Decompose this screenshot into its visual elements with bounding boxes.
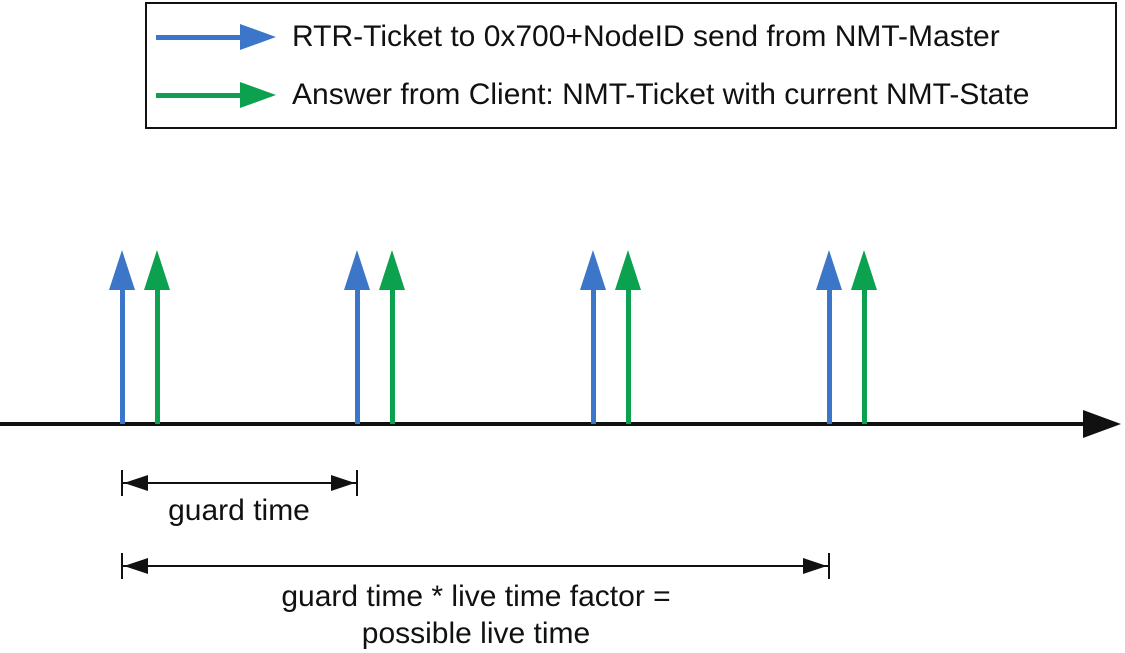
possible-live-time-label-line2: possible live time: [361, 617, 591, 650]
legend-box: RTR-Ticket to 0x700+NodeID send from NMT…: [145, 2, 1117, 129]
up-arrowhead-icon: [615, 250, 641, 290]
up-arrowhead-icon: [144, 250, 170, 290]
up-arrowhead-icon: [851, 250, 877, 290]
client-answer-arrow: [851, 250, 877, 424]
blue-right-arrow-icon: [156, 23, 276, 50]
master-rtr-ticket-arrow: [344, 250, 370, 424]
left-tick: [121, 553, 123, 579]
left-arrowhead-icon: [124, 558, 148, 574]
master-rtr-ticket-arrow: [109, 250, 135, 424]
arrow-shaft: [590, 290, 596, 424]
master-rtr-ticket-arrow: [816, 250, 842, 424]
master-rtr-ticket-arrow: [580, 250, 606, 424]
arrow-head: [240, 81, 276, 108]
legend-item-rtr-ticket: RTR-Ticket to 0x700+NodeID send from NMT…: [147, 8, 1115, 66]
client-answer-arrow: [379, 250, 405, 424]
possible-live-time-label: guard time * live time factor = possible…: [281, 578, 670, 652]
up-arrowhead-icon: [379, 250, 405, 290]
right-tick: [828, 553, 830, 579]
right-tick: [356, 470, 358, 496]
arrow-shaft: [154, 290, 160, 424]
arrow-shaft: [119, 290, 125, 424]
client-answer-arrow: [615, 250, 641, 424]
client-answer-arrow: [144, 250, 170, 424]
guard-time-label: guard time: [168, 494, 310, 527]
arrow-shaft: [354, 290, 360, 424]
left-arrowhead-icon: [124, 475, 148, 491]
possible-live-time-dimension: [121, 553, 830, 579]
arrow-tail: [156, 34, 244, 40]
arrow-shaft: [389, 290, 395, 424]
right-arrowhead-icon: [803, 558, 827, 574]
up-arrowhead-icon: [580, 250, 606, 290]
right-arrowhead-icon: [331, 475, 355, 491]
legend-item-client-answer: Answer from Client: NMT-Ticket with curr…: [147, 66, 1115, 124]
time-axis-arrowhead-icon: [1083, 410, 1121, 438]
possible-live-time-label-line1: guard time * live time factor =: [281, 580, 671, 613]
up-arrowhead-icon: [109, 250, 135, 290]
arrow-shaft: [826, 290, 832, 424]
legend-label-rtr-ticket: RTR-Ticket to 0x700+NodeID send from NMT…: [292, 19, 1000, 53]
arrow-shaft: [861, 290, 867, 424]
green-right-arrow-icon: [156, 81, 276, 108]
time-axis: [0, 422, 1086, 426]
arrow-shaft: [625, 290, 631, 424]
arrow-tail: [156, 92, 244, 98]
arrow-head: [240, 23, 276, 50]
legend-label-client-answer: Answer from Client: NMT-Ticket with curr…: [292, 77, 1030, 111]
left-tick: [121, 470, 123, 496]
up-arrowhead-icon: [344, 250, 370, 290]
guard-time-dimension: [121, 470, 358, 496]
up-arrowhead-icon: [816, 250, 842, 290]
